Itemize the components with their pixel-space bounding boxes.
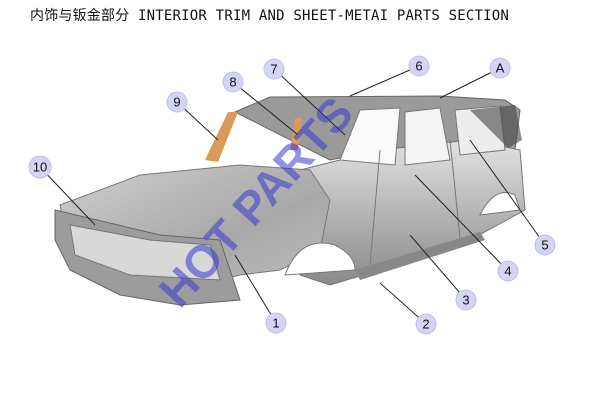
callout-8: 8 <box>222 71 244 93</box>
svg-text:3: 3 <box>462 293 469 308</box>
svg-text:7: 7 <box>270 62 277 77</box>
car-body-shell <box>54 95 526 306</box>
callout-3: 3 <box>455 289 477 311</box>
svg-text:6: 6 <box>415 59 422 74</box>
callout-1: 1 <box>265 312 287 334</box>
callout-2: 2 <box>415 313 437 335</box>
svg-text:2: 2 <box>422 317 429 332</box>
callout-6: 6 <box>408 55 430 77</box>
callout-10: 10 <box>28 155 52 179</box>
callout-5: 5 <box>534 234 556 256</box>
diagram-title: 内饰与钣金部分 INTERIOR TRIM AND SHEET-METAI PA… <box>30 8 510 24</box>
callout-7: 7 <box>263 58 285 80</box>
svg-text:4: 4 <box>504 264 511 279</box>
callout-A: A <box>489 57 511 79</box>
callout-9: 9 <box>166 91 188 113</box>
callout-4: 4 <box>497 260 519 282</box>
svg-text:5: 5 <box>541 238 548 253</box>
svg-text:8: 8 <box>229 75 236 90</box>
svg-text:10: 10 <box>33 160 47 175</box>
svg-text:9: 9 <box>173 95 180 110</box>
svg-text:A: A <box>496 61 505 76</box>
svg-text:1: 1 <box>272 316 279 331</box>
